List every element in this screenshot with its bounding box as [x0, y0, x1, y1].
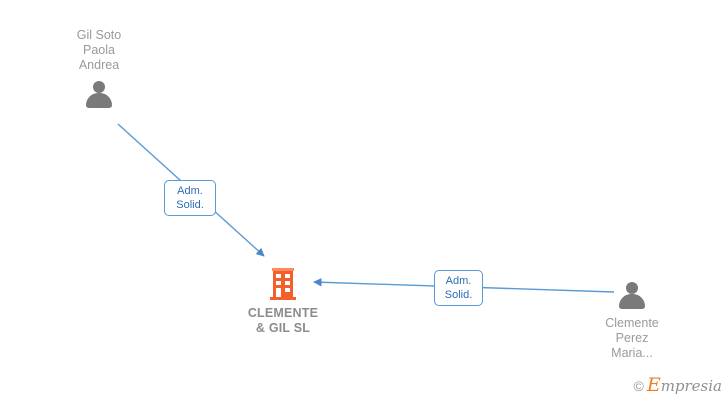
person-right-name-line1: Clemente [605, 316, 659, 330]
building-window [276, 274, 281, 278]
building-icon [270, 268, 296, 300]
person-left-name-line1: Gil Soto [76, 28, 122, 42]
building-roof-shape [272, 268, 294, 271]
brand-initial: E [646, 374, 661, 396]
company-name-line1: CLEMENTE [247, 306, 319, 320]
person-left-name-line3: Andrea [78, 58, 120, 72]
building-base-shape [270, 297, 296, 300]
edge-label-right[interactable]: Adm. Solid. [434, 270, 483, 306]
person-right-name-line2: Perez [615, 331, 649, 345]
person-icon [84, 81, 114, 108]
person-body-shape [86, 93, 112, 108]
node-company-clemente-gil-sl[interactable]: CLEMENTE & GIL SL [208, 268, 358, 336]
edge-label-left-line1: Adm. [177, 185, 203, 197]
brand-rest: mpresia [660, 377, 722, 395]
person-icon [617, 282, 647, 309]
edge-label-left-line2: Solid. [176, 199, 204, 211]
person-head-shape [93, 81, 105, 93]
edge-label-right-line1: Adm. [445, 275, 472, 287]
company-name-line2: & GIL SL [255, 321, 311, 335]
edge-label-right-line2: Solid. [444, 289, 473, 301]
person-body-shape [619, 294, 645, 309]
watermark-empresia: ©Empresia [633, 374, 722, 396]
copyright-symbol: © [633, 378, 644, 394]
node-person-clemente-perez-maria[interactable]: Clemente Perez Maria... [557, 282, 707, 361]
brand-wordmark: Empresia [646, 374, 722, 396]
building-window [285, 281, 290, 285]
building-window [285, 288, 290, 292]
person-left-name-line2: Paola [83, 43, 115, 57]
person-head-shape [626, 282, 638, 294]
person-right-name-line3: Maria... [611, 346, 653, 360]
building-window [285, 274, 290, 278]
edge-label-left[interactable]: Adm. Solid. [164, 180, 216, 216]
building-window [276, 281, 281, 285]
building-door [276, 290, 281, 297]
node-person-gil-soto-paola-andrea[interactable]: Gil Soto Paola Andrea [24, 28, 174, 108]
